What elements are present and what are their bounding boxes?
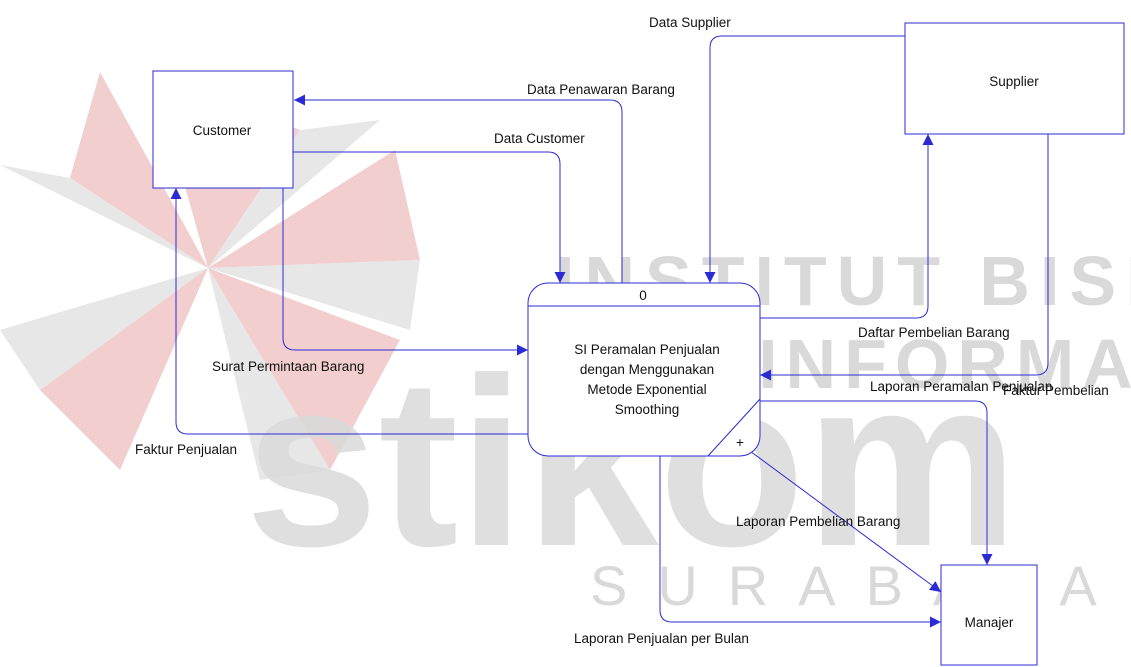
process-number: 0 xyxy=(639,288,647,303)
entity-manajer-label: Manajer xyxy=(965,615,1014,630)
entity-customer-label: Customer xyxy=(193,123,252,138)
process-name-line2: dengan Menggunakan xyxy=(580,362,714,377)
label-laporan-peramalan-penjualan: Laporan Peramalan Penjualan xyxy=(870,379,1052,394)
label-laporan-pembelian-barang: Laporan Pembelian Barang xyxy=(736,514,900,529)
label-faktur-penjualan: Faktur Penjualan xyxy=(135,442,237,457)
label-data-penawaran-barang: Data Penawaran Barang xyxy=(527,82,675,97)
entity-supplier[interactable]: Supplier xyxy=(905,23,1124,134)
entity-supplier-label: Supplier xyxy=(989,74,1039,89)
label-data-customer: Data Customer xyxy=(494,131,585,146)
process-name-line4: Smoothing xyxy=(615,402,680,417)
label-daftar-pembelian-barang: Daftar Pembelian Barang xyxy=(858,325,1010,340)
process-main[interactable]: 0 SI Peramalan Penjualan dengan Mengguna… xyxy=(528,283,760,456)
label-laporan-penjualan-per-bulan: Laporan Penjualan per Bulan xyxy=(574,631,749,646)
process-plus-marker: + xyxy=(736,435,744,450)
entity-customer[interactable]: Customer xyxy=(153,71,293,188)
label-surat-permintaan-barang: Surat Permintaan Barang xyxy=(212,359,364,374)
entity-manajer[interactable]: Manajer xyxy=(941,565,1037,665)
label-data-supplier: Data Supplier xyxy=(649,15,731,30)
watermark-city: SURABAYA xyxy=(590,554,1127,617)
process-name-line1: SI Peramalan Penjualan xyxy=(574,342,720,357)
process-name-line3: Metode Exponential xyxy=(587,382,706,397)
